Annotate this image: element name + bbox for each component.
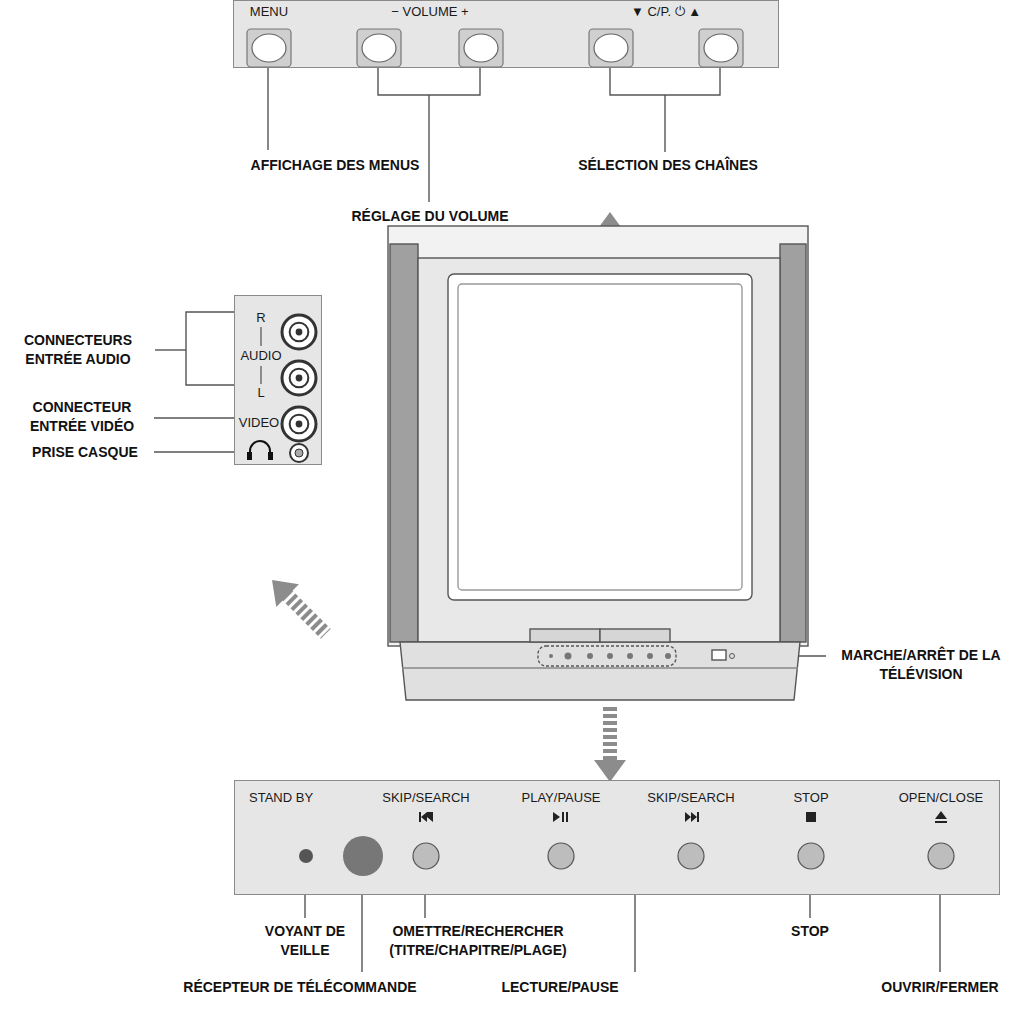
callout-label: SÉLECTION DES CHAÎNES <box>553 156 783 175</box>
panel-part <box>261 327 262 346</box>
button <box>464 34 498 62</box>
button <box>678 843 704 869</box>
panel-label: VIDEO <box>239 416 279 430</box>
panel-drawing <box>235 296 323 466</box>
tv-front-buttons <box>549 653 735 660</box>
button <box>362 34 396 62</box>
button <box>594 34 628 62</box>
jack <box>282 361 316 395</box>
panel-label: OPEN/CLOSE <box>899 791 984 805</box>
standby-led <box>299 849 313 863</box>
skip-forward-symbol <box>685 812 697 822</box>
panel-label: − VOLUME + <box>391 5 468 19</box>
headphone-icon <box>250 441 270 458</box>
panel-label: SKIP/SEARCH <box>382 791 469 805</box>
eject-symbol <box>935 821 947 823</box>
play-pause-symbol <box>553 812 560 822</box>
jack <box>296 375 303 382</box>
callout-label: VOYANT DE VEILLE <box>255 922 355 960</box>
remote-receiver <box>343 836 383 876</box>
skip-back-symbol <box>419 812 421 822</box>
callout-label: CONNECTEURS ENTRÉE AUDIO <box>6 331 151 369</box>
jack <box>290 323 309 342</box>
control-panel-top: MENU − VOLUME + ▼ C/P. ⏻ ▲ <box>233 0 779 68</box>
panel-label: L <box>257 386 264 400</box>
jack <box>296 421 303 428</box>
headphone-jack <box>295 449 303 457</box>
button-frame <box>357 29 401 67</box>
callout-label: MARCHE/ARRÊT DE LA TÉLÉVISION <box>833 646 1009 684</box>
callout-label: CONNECTEUR ENTRÉE VIDÉO <box>12 398 152 436</box>
panel-label: MENU <box>250 5 288 19</box>
play-pause-symbol <box>566 812 568 822</box>
button-frame <box>247 29 291 67</box>
button <box>704 34 738 62</box>
eject-symbol <box>935 811 947 819</box>
callout-label: AFFICHAGE DES MENUS <box>225 156 445 175</box>
callout-label: OMETTRE/RECHERCHER (TITRE/CHAPITRE/PLAGE… <box>371 922 586 960</box>
panel-label: SKIP/SEARCH <box>647 791 734 805</box>
jack <box>290 415 309 434</box>
headphone-jack <box>290 444 308 462</box>
jack <box>296 329 303 336</box>
panel-label: STAND BY <box>249 791 313 805</box>
tv-set <box>388 226 808 700</box>
button <box>798 843 824 869</box>
panel-label: R <box>256 311 265 325</box>
side-input-panel: R AUDIO L VIDEO <box>234 295 322 465</box>
headphone-icon <box>247 452 252 460</box>
callout-label: LECTURE/PAUSE <box>490 978 630 997</box>
button <box>252 34 286 62</box>
button-frame <box>459 29 503 67</box>
stop-symbol <box>806 812 816 822</box>
jack <box>282 315 316 349</box>
button <box>413 843 439 869</box>
button-frame <box>589 29 633 67</box>
button-frame <box>699 29 743 67</box>
headphone-icon <box>268 452 273 460</box>
panel-label: ▼ C/P. ⏻ ▲ <box>631 5 701 19</box>
callout-label: STOP <box>770 922 850 941</box>
panel-label: AUDIO <box>240 349 281 363</box>
callout-label: RÉCEPTEUR DE TÉLÉCOMMANDE <box>180 978 420 997</box>
jack <box>282 407 316 441</box>
panel-part <box>261 366 262 384</box>
play-pause-symbol <box>562 812 564 822</box>
panel-label: STOP <box>793 791 828 805</box>
button <box>548 843 574 869</box>
panel-label: PLAY/PAUSE <box>522 791 601 805</box>
callout-label: RÉGLAGE DU VOLUME <box>320 207 540 226</box>
button <box>928 843 954 869</box>
callout-label: PRISE CASQUE <box>20 443 150 462</box>
skip-back-symbol <box>421 812 433 822</box>
disc-control-panel: STAND BY SKIP/SEARCH PLAY/PAUSE SKIP/SEARCH… <box>234 780 1000 895</box>
panel-drawing <box>235 781 1001 896</box>
jack <box>290 369 309 388</box>
callout-label: OUVRIR/FERMER <box>870 978 1010 997</box>
skip-forward-symbol <box>697 812 699 822</box>
